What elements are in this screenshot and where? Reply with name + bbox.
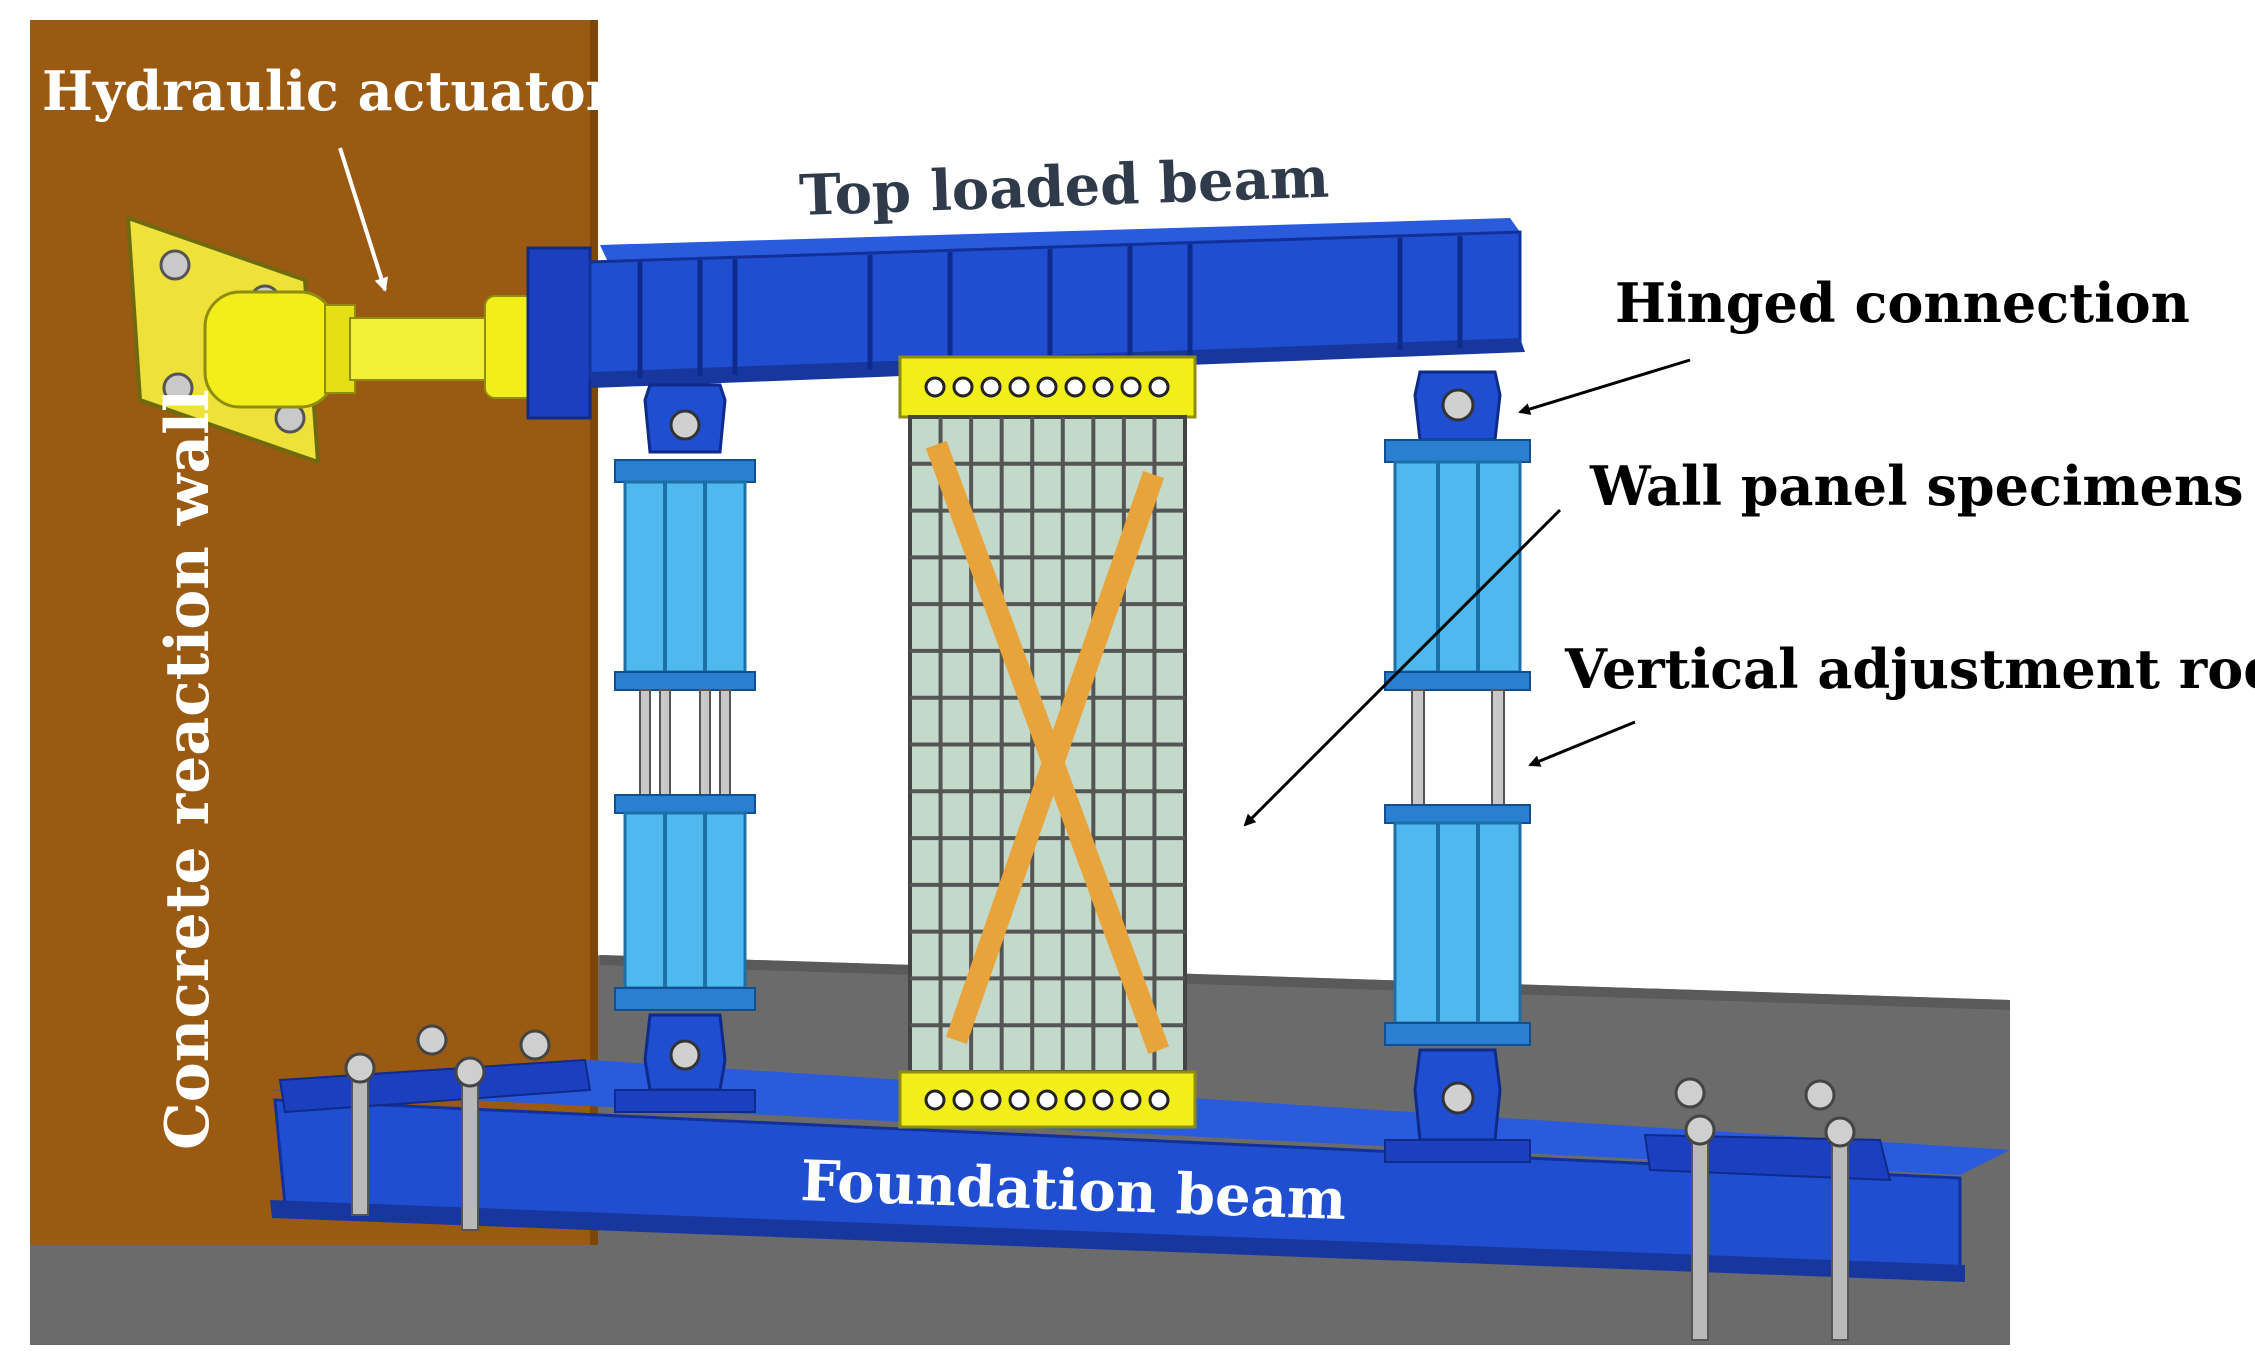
hinge-pin [1441,1081,1475,1115]
foundation-bottom-flange [270,1200,1965,1282]
left-column-cap [614,459,756,483]
left-column-mid-plate [614,671,756,691]
left-column-base-plate [614,987,756,1011]
adjustment-rod [1411,689,1425,806]
clamp-bolt [952,376,974,398]
clamp-bolt [1036,376,1058,398]
anchor-nut [1674,1077,1706,1109]
anchor-nut [519,1029,551,1061]
label-top-loaded-beam: Top loaded beam [798,145,1330,229]
clamp-bolt [924,1089,946,1111]
arrow-hinged-connection [1518,358,1691,415]
clamp-bolt [952,1089,974,1111]
label-wall-panel-specimens: Wall panel specimens [1589,454,2244,518]
anchor-rod [461,1064,479,1231]
right-column-cap [1384,439,1531,463]
clamp-bolt [980,1089,1002,1111]
clamp-bolt [1120,376,1142,398]
plate-bolt [162,372,194,404]
right-column-upper-section [1393,460,1522,674]
clamp-bolt [1148,1089,1170,1111]
anchor-nut [1804,1079,1836,1111]
adjustment-rod [719,689,731,796]
anchor-rod [1691,1139,1709,1341]
clamp-bolt [1008,376,1030,398]
right-hinge-base [1384,1139,1531,1163]
anchor-nut [1824,1116,1856,1148]
right-column-lower-section [1393,821,1522,1025]
clamp-bolt-row [924,376,1170,1111]
clamp-bolt [1120,1089,1142,1111]
right-column-base-plate [1384,1022,1531,1046]
left-hinge-base [614,1089,756,1113]
anchor-rod [351,1074,369,1216]
anchor-nut [344,1052,376,1084]
clamp-bolt [1148,376,1170,398]
clamp-bolt [924,376,946,398]
clamp-bolt [1064,376,1086,398]
anchor-nut [416,1024,448,1056]
concrete-reaction-wall [30,20,598,1245]
clamp-bolt [1092,376,1114,398]
right-column-mid-plate [1384,804,1531,824]
clamp-bolt [980,376,1002,398]
label-concrete-reaction-wall: Concrete reaction wall [153,389,223,1150]
anchor-nut [1684,1114,1716,1146]
anchor-rods [344,1024,1856,1341]
left-column-upper-section [623,480,747,674]
label-vertical-adjustment-rod: Vertical adjustment rod [1564,637,2255,701]
left-column-mid-plate [614,794,756,814]
actuator-cylinder [203,290,337,409]
adjustment-rod [639,689,651,796]
clamp-bolt [1092,1089,1114,1111]
hinge-pin [669,409,701,441]
plate-bolt [159,249,191,281]
adjustment-rod [659,689,671,796]
label-hydraulic-actuator: Hydraulic actuator [42,59,615,123]
hinge-pin [1441,388,1475,422]
anchor-nut [454,1056,486,1088]
arrow-wall-panel-specimens [1243,508,1562,827]
beam-end-plate [526,246,592,420]
arrow-vertical-adjustment-rod [1528,720,1636,767]
right-column [1384,370,1531,1163]
wall-panel-specimen [898,355,1197,1129]
hinge-pin [669,1039,701,1071]
label-hinged-connection: Hinged connection [1615,271,2190,335]
anchor-rod [1831,1144,1849,1341]
adjustment-rod [699,689,711,796]
reaction-wall-edge [590,20,598,1245]
clamp-bolt [1008,1089,1030,1111]
actuator-piston-rod [349,317,491,381]
clamp-bolt [1064,1089,1086,1111]
arrow-hydraulic-actuator [338,147,389,292]
clamp-bolt [1036,1089,1058,1111]
beam-top-flange [600,218,1520,262]
left-column [614,383,756,1113]
adjustment-rod [1491,689,1505,806]
hydraulic-actuator [125,215,541,465]
right-column-mid-plate [1384,671,1531,691]
left-column-lower-section [623,811,747,990]
top-loaded-beam [526,218,1525,420]
diagonal-brace [945,470,1165,1045]
